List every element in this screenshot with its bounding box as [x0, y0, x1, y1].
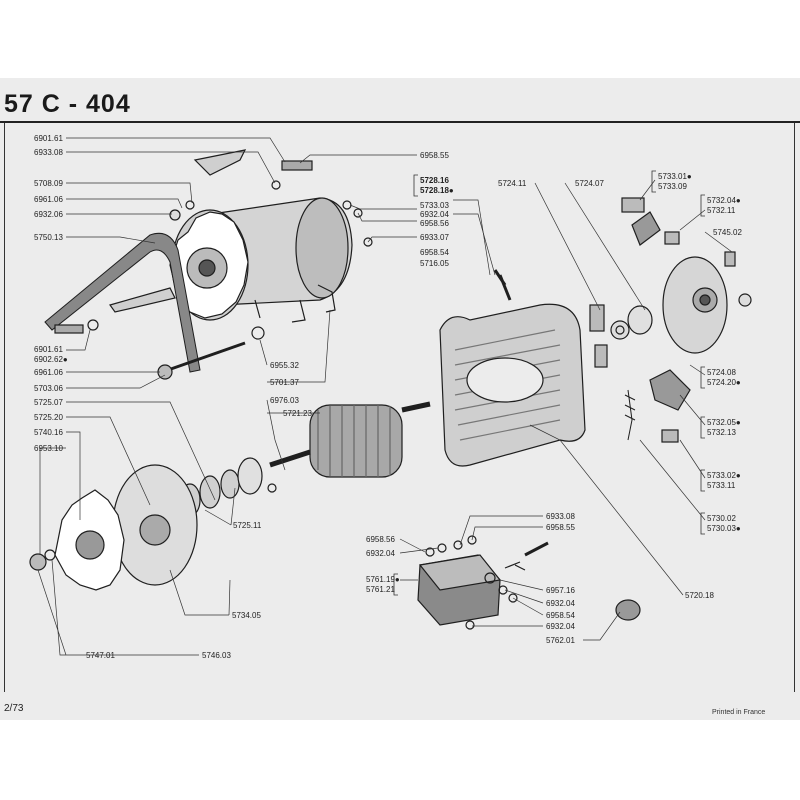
label-5703-06: 5703.06: [34, 384, 63, 393]
label-5733-11: 5733.11: [707, 481, 736, 490]
terminal-cap: [615, 599, 641, 621]
label-6932-04-a: 6932.04: [420, 210, 449, 219]
label-6932-04-c: 6932.04: [546, 599, 575, 608]
label-6953-10: 6953.10: [34, 444, 63, 453]
label-5728-18: 5728.18●: [420, 186, 454, 195]
label-5733-03: 5733.03: [420, 201, 449, 210]
label-6932-04-d: 6932.04: [546, 622, 575, 631]
label-6958-54-a: 6958.54: [420, 248, 449, 257]
voltage-regulator: [417, 535, 549, 630]
label-5740-16: 5740.16: [34, 428, 63, 437]
label-5733-02: 5733.02●: [707, 471, 741, 480]
rotor: [269, 401, 431, 478]
label-5750-13: 5750.13: [34, 233, 63, 242]
label-6955-32: 6955.32: [270, 361, 299, 370]
label-6958-56-bot: 6958.56: [366, 535, 395, 544]
label-5716-05: 5716.05: [420, 259, 449, 268]
label-5708-09: 5708.09: [34, 179, 63, 188]
label-6933-07: 6933.07: [420, 233, 449, 242]
label-5745-02: 5745.02: [713, 228, 742, 237]
label-6932-06: 6932.06: [34, 210, 63, 219]
label-5725-20: 5725.20: [34, 413, 63, 422]
label-6901-61-bot: 6901.61: [34, 345, 63, 354]
label-5747-01: 5747.01: [86, 651, 115, 660]
label-5732-13: 5732.13: [707, 428, 736, 437]
label-5762-01: 5762.01: [546, 636, 575, 645]
label-6902-62: 6902.62●: [34, 355, 68, 364]
label-5761-19: 5761.19●: [366, 575, 400, 584]
label-6976-03: 6976.03: [270, 396, 299, 405]
label-5724-07: 5724.07: [575, 179, 604, 188]
diagram-frame: [4, 123, 795, 692]
label-5724-11: 5724.11: [498, 179, 527, 188]
label-5746-03: 5746.03: [202, 651, 231, 660]
label-5734-05: 5734.05: [232, 611, 261, 620]
label-6961-06-bot: 6961.06: [34, 368, 63, 377]
label-5730-03: 5730.03●: [707, 524, 741, 533]
label-5725-11: 5725.11: [233, 521, 262, 530]
label-6901-61-top: 6901.61: [34, 134, 63, 143]
label-5721-23: 5721.23: [283, 409, 312, 418]
page-number: 2/73: [4, 703, 24, 714]
alternator-housing: [169, 197, 353, 323]
label-6958-55-bot: 6958.55: [546, 523, 575, 532]
label-5733-09: 5733.09: [658, 182, 687, 191]
label-5724-08: 5724.08: [707, 368, 736, 377]
label-5733-01: 5733.01●: [658, 172, 692, 181]
printed-in-france: Printed in France: [712, 709, 766, 716]
title-rule: [0, 121, 800, 123]
label-6933-08-top: 6933.08: [34, 148, 63, 157]
label-6961-06-top: 6961.06: [34, 195, 63, 204]
label-5701-37: 5701.37: [270, 378, 299, 387]
label-6932-04-b: 6932.04: [366, 549, 395, 558]
label-6958-56-a: 6958.56: [420, 219, 449, 228]
label-5732-05: 5732.05●: [707, 418, 741, 427]
label-6958-55-top: 6958.55: [420, 151, 449, 160]
label-5732-11: 5732.11: [707, 206, 736, 215]
label-5725-07: 5725.07: [34, 398, 63, 407]
label-5724-20: 5724.20●: [707, 378, 741, 387]
label-5728-16: 5728.16: [420, 176, 449, 185]
rear-shield: [662, 256, 728, 354]
label-6933-08-bot: 6933.08: [546, 512, 575, 521]
label-6957-16: 6957.16: [546, 586, 575, 595]
label-5730-02: 5730.02: [707, 514, 736, 523]
page-title: 57 C - 404: [4, 90, 131, 118]
label-5720-18: 5720.18: [685, 591, 714, 600]
label-5732-04: 5732.04●: [707, 196, 741, 205]
label-5761-21: 5761.21: [366, 585, 395, 594]
pulley-fan: [54, 489, 125, 591]
stator: [439, 303, 586, 467]
drive-belt: [44, 232, 201, 373]
label-6958-54-b: 6958.54: [546, 611, 575, 620]
